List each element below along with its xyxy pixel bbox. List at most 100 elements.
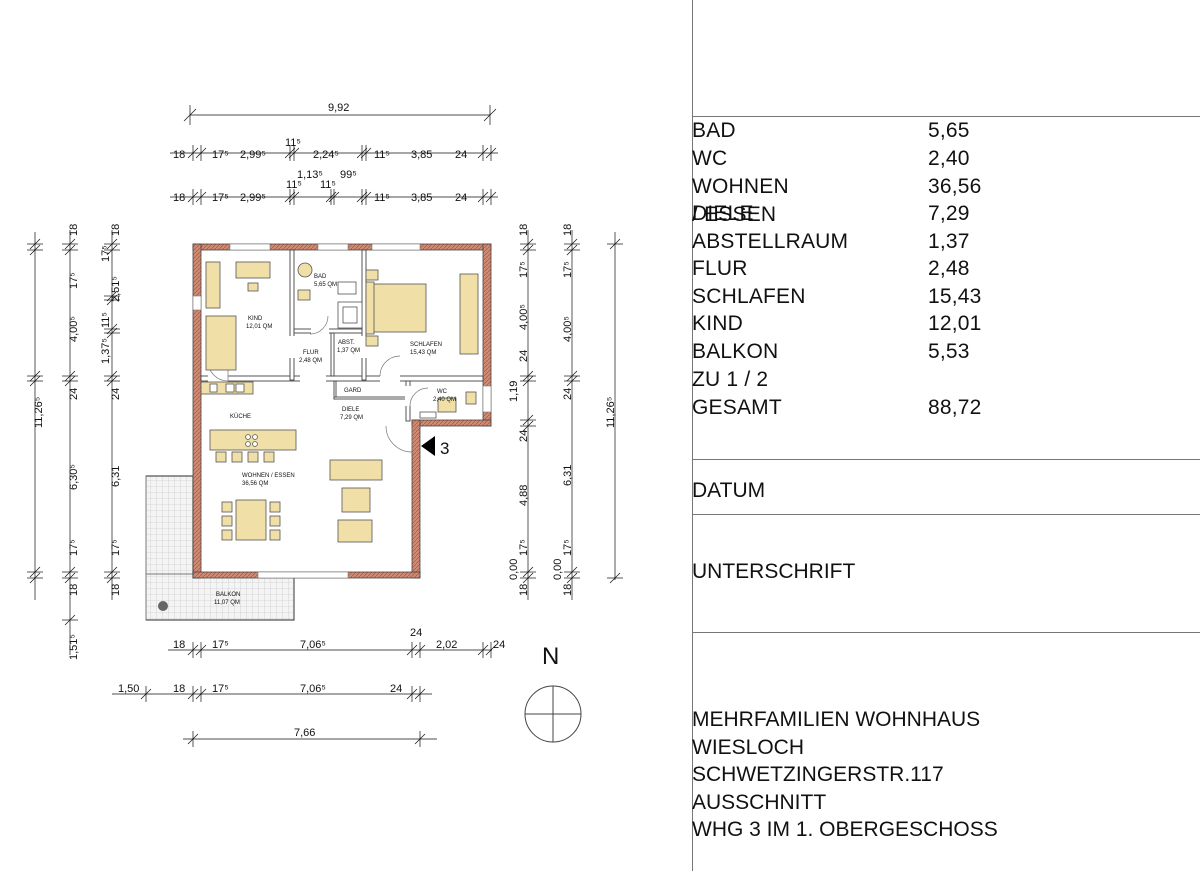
dimension-tick bbox=[106, 572, 118, 584]
entrance-arrow-icon bbox=[421, 436, 435, 456]
dimension-tick bbox=[195, 147, 207, 159]
dim-left-i3: 2,51⁵ bbox=[110, 276, 122, 302]
dimension-tick bbox=[64, 572, 76, 584]
dim-left-o4: 24 bbox=[68, 388, 80, 400]
balcony bbox=[145, 475, 295, 621]
dimension-tick bbox=[566, 370, 578, 382]
dim-top-overall: 9,92 bbox=[328, 102, 349, 114]
dim-top-r1-d: 11⁵ bbox=[285, 137, 301, 149]
dim-right-o1: 18 bbox=[562, 224, 574, 236]
dimension-tick bbox=[522, 572, 534, 584]
dimension-tick bbox=[106, 294, 118, 306]
area-name: DIELE bbox=[692, 202, 754, 225]
dim-left-i9: 18 bbox=[110, 584, 122, 596]
dim-bottom-r2-c: 17⁵ bbox=[212, 683, 229, 695]
dimension-tick bbox=[566, 244, 578, 256]
area-value: 1,37 bbox=[928, 230, 970, 253]
dim-right-i7: 4,88 bbox=[518, 485, 530, 506]
dim-top-r2-a: 18 bbox=[173, 192, 185, 204]
room-wohnen-area: 36,56 QM bbox=[242, 481, 268, 487]
dim-right-o7: 0,00 bbox=[552, 559, 564, 580]
dim-right-o5: 6,31 bbox=[562, 465, 574, 486]
dim-right-i10: 18 bbox=[518, 584, 530, 596]
area-value: 12,01 bbox=[928, 312, 982, 335]
dimension-tick bbox=[187, 191, 199, 203]
dimension-tick bbox=[29, 375, 41, 387]
dimension-tick bbox=[187, 644, 199, 656]
dimension-tick bbox=[360, 147, 372, 159]
room-schlafen-area: 15,43 QM bbox=[410, 350, 436, 356]
dimension-tick bbox=[414, 644, 426, 656]
dim-right-o8: 18 bbox=[562, 584, 574, 596]
dimension-tick bbox=[187, 147, 199, 159]
dimension-tick bbox=[64, 238, 76, 250]
dim-right-i1: 18 bbox=[518, 224, 530, 236]
dimension-tick bbox=[356, 191, 368, 203]
dimension-tick bbox=[288, 191, 300, 203]
signature-label: UNTERSCHRIFT bbox=[692, 560, 856, 583]
dimension-tick bbox=[106, 375, 118, 387]
dimension-tick bbox=[522, 414, 534, 426]
dimension-tick bbox=[406, 688, 418, 700]
room-balkon-name: BALKON bbox=[216, 592, 240, 598]
dimension-tick bbox=[566, 572, 578, 584]
dimension-tick bbox=[106, 370, 118, 382]
dim-bottom-r1-a: 18 bbox=[173, 639, 185, 651]
dim-bottom-r2-b: 18 bbox=[173, 683, 185, 695]
dimensions-bottom bbox=[112, 649, 492, 740]
project-line-1: MEHRFAMILIEN WOHNHAUS bbox=[692, 708, 981, 731]
dim-bottom-overall: 7,66 bbox=[294, 727, 315, 739]
title-block-border bbox=[692, 0, 693, 871]
dim-top-r2-g: 99⁵ bbox=[340, 169, 357, 181]
dim-right-o3: 4,00⁵ bbox=[562, 316, 574, 342]
dim-top-r1-e: 2,24⁵ bbox=[313, 149, 339, 161]
dim-left-i6: 24 bbox=[110, 388, 122, 400]
dim-top-r1-c: 2,99⁵ bbox=[240, 149, 266, 161]
dim-top-r2-c: 2,99⁵ bbox=[240, 192, 266, 204]
project-line-4: AUSSCHNITT bbox=[692, 791, 827, 814]
dimension-tick bbox=[106, 244, 118, 256]
dimension-tick bbox=[195, 688, 207, 700]
dimension-tick bbox=[522, 238, 534, 250]
room-abst-area: 1,37 QM bbox=[337, 348, 360, 354]
dim-top-r2-j: 24 bbox=[455, 192, 467, 204]
area-value: 15,43 bbox=[928, 285, 982, 308]
dimension-tick bbox=[29, 244, 41, 256]
area-value: 5,65 bbox=[928, 119, 970, 142]
dimension-tick bbox=[566, 566, 578, 578]
dim-bottom-r2-d: 7,06⁵ bbox=[300, 683, 326, 695]
divider-1 bbox=[692, 116, 1200, 117]
dim-bottom-r1-f: 24 bbox=[493, 639, 505, 651]
project-line-5: WHG 3 IM 1. OBERGESCHOSS bbox=[692, 818, 998, 841]
area-name: SCHLAFEN bbox=[692, 285, 806, 308]
dimension-tick bbox=[64, 370, 76, 382]
dimension-tick bbox=[29, 370, 41, 382]
dimension-tick bbox=[64, 375, 76, 387]
dim-right-o2: 17⁵ bbox=[562, 261, 574, 278]
dimension-tick bbox=[522, 370, 534, 382]
room-flur-name: FLUR bbox=[303, 350, 319, 356]
dim-top-r1-f: 11⁵ bbox=[374, 149, 390, 161]
dim-left-o3: 4,00⁵ bbox=[68, 316, 80, 342]
divider-2 bbox=[692, 459, 1200, 460]
dim-top-r1-g: 3,85 bbox=[411, 149, 432, 161]
dimension-tick bbox=[522, 375, 534, 387]
area-name: BALKON ZU 1 / 2 bbox=[692, 340, 779, 391]
room-balkon-area: 11,07 QM bbox=[214, 600, 240, 606]
datum-label: DATUM bbox=[692, 479, 766, 502]
room-bad-area: 5,65 QM bbox=[314, 282, 337, 288]
room-flur-area: 2,48 QM bbox=[299, 358, 322, 364]
dimension-tick bbox=[195, 191, 207, 203]
dimension-tick bbox=[485, 191, 497, 203]
dimension-tick bbox=[356, 147, 368, 159]
dimensions-left bbox=[34, 230, 113, 655]
dimension-tick bbox=[29, 572, 41, 584]
dim-left-i8: 17⁵ bbox=[110, 539, 122, 556]
dimension-tick bbox=[414, 688, 426, 700]
dim-right-overall: 11,26⁵ bbox=[605, 397, 617, 428]
dimension-tick bbox=[106, 327, 118, 339]
dim-left-o5: 6,30⁵ bbox=[68, 464, 80, 490]
dimension-tick bbox=[106, 566, 118, 578]
room-wc-area: 2,40 QM bbox=[433, 397, 456, 403]
dimension-tick bbox=[522, 566, 534, 578]
